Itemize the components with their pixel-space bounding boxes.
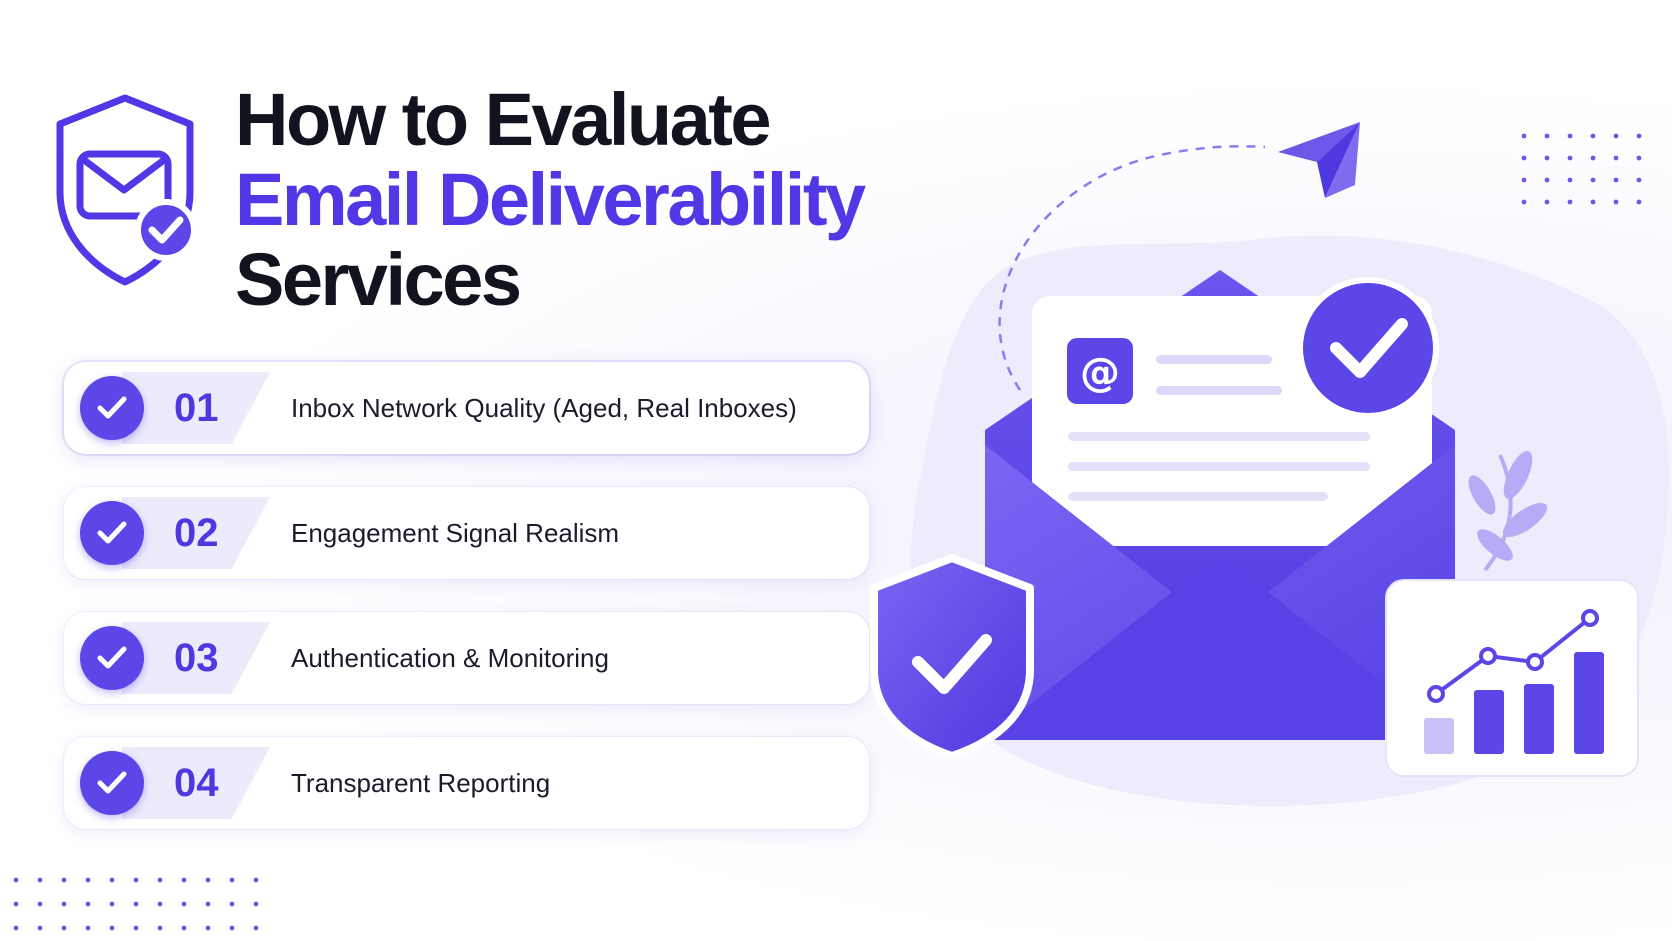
list-item: 02 Engagement Signal Realism [64, 487, 869, 579]
dot-grid-bottom-left [13, 877, 259, 931]
title-line-2: Email Deliverability [235, 158, 866, 241]
item-number: 01 [174, 386, 219, 430]
paper-plane-icon [1278, 122, 1360, 198]
at-sign-icon: @ [1080, 350, 1120, 396]
page-title: How to Evaluate Email Deliverability Ser… [235, 78, 866, 321]
item-number: 02 [174, 511, 219, 555]
dot-grid-top-right [1521, 133, 1642, 205]
title-line-3: Services [235, 238, 522, 321]
check-circle-icon [80, 376, 144, 440]
list-item: 03 Authentication & Monitoring [64, 612, 869, 704]
item-number: 04 [174, 761, 219, 805]
title-line-1: How to Evaluate [235, 78, 772, 161]
list-item: 01 Inbox Network Quality (Aged, Real Inb… [64, 362, 869, 454]
bar-chart-icon [1385, 579, 1639, 777]
list-item: 04 Transparent Reporting [64, 737, 869, 829]
leaf-icon [1468, 451, 1548, 572]
check-circle-icon [80, 626, 144, 690]
item-label: Inbox Network Quality (Aged, Real Inboxe… [291, 393, 797, 423]
check-circle-icon [80, 751, 144, 815]
shield-envelope-icon [56, 94, 197, 286]
item-label: Authentication & Monitoring [291, 643, 609, 673]
shield-check-icon [870, 554, 1034, 760]
item-label: Engagement Signal Realism [291, 518, 620, 548]
check-circle-icon [80, 501, 144, 565]
item-number: 03 [174, 636, 219, 680]
item-label: Transparent Reporting [291, 768, 551, 798]
flight-path [998, 145, 1266, 391]
email-illustration: @ [870, 122, 1669, 806]
check-badge-icon [1297, 277, 1439, 419]
